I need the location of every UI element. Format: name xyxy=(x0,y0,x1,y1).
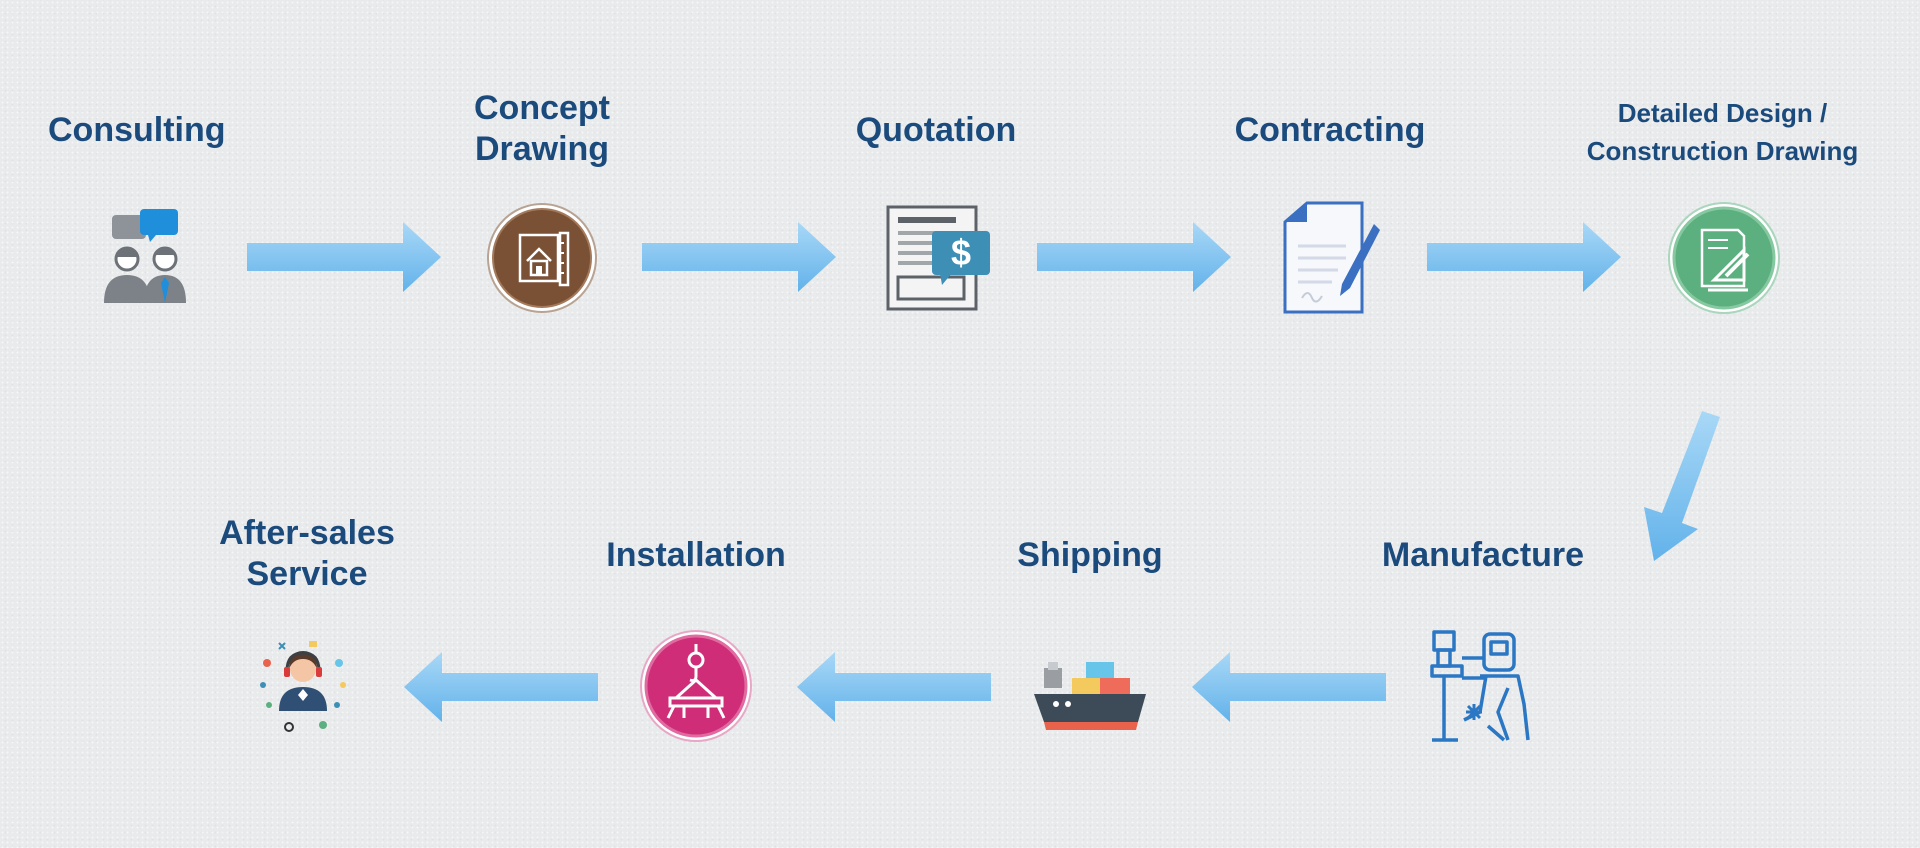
dollar-symbol: $ xyxy=(951,232,971,273)
price-quote-document-icon: $ xyxy=(886,205,990,311)
step-label-concept-drawing: Concept Drawing xyxy=(474,89,610,168)
step-label-after-sales: After-sales Service xyxy=(219,514,395,593)
arrow-concept-to-quotation xyxy=(642,222,836,292)
customer-support-agent-icon xyxy=(260,641,346,732)
arrow-consulting-to-concept xyxy=(247,222,441,292)
cargo-ship-icon xyxy=(1034,662,1146,730)
arrow-contracting-to-detailed xyxy=(1427,222,1621,292)
arrow-detailed-to-manufacture xyxy=(1644,411,1720,561)
arrow-shipping-to-installation xyxy=(797,652,991,722)
step-label-consulting: Consulting xyxy=(48,111,226,149)
step-label-detailed-design: Detailed Design / Construction Drawing xyxy=(1586,98,1859,166)
contract-signing-icon xyxy=(1283,201,1380,314)
step-label-installation: Installation xyxy=(606,536,786,574)
step-label-manufacture: Manufacture xyxy=(1381,536,1585,574)
step-label-contracting: Contracting xyxy=(1234,111,1426,149)
arrow-installation-to-after-sales xyxy=(404,652,598,722)
crane-hook-icon xyxy=(640,630,752,742)
blueprint-house-icon xyxy=(487,203,597,313)
step-label-quotation: Quotation xyxy=(855,111,1017,149)
step-label-shipping: Shipping xyxy=(1017,536,1163,574)
consultation-people-icon xyxy=(104,209,186,303)
arrow-quotation-to-contracting xyxy=(1037,222,1231,292)
welder-worker-icon xyxy=(1430,630,1530,742)
technical-drawing-icon xyxy=(1668,202,1780,314)
arrow-manufacture-to-shipping xyxy=(1192,652,1386,722)
